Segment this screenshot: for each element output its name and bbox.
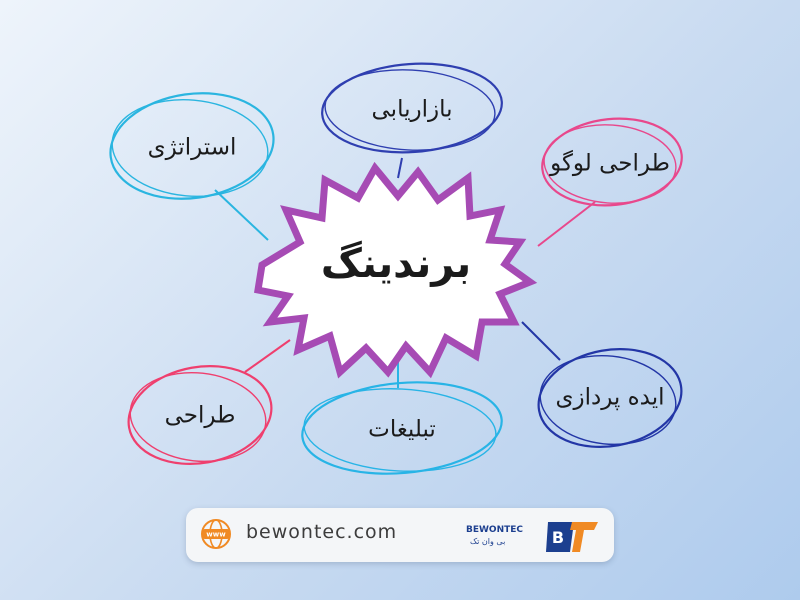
svg-text:www: www bbox=[206, 531, 226, 539]
footer-bar: www bewontec.com BEWONTEC بی وان تک B bbox=[186, 508, 614, 562]
connector-logo-design bbox=[537, 201, 596, 247]
node-label-advertising: تبلیغات bbox=[368, 417, 436, 443]
center-starburst-shape bbox=[254, 161, 538, 379]
node-label-logo-design: طراحی لوگو bbox=[549, 150, 670, 177]
node-logo-design bbox=[541, 117, 683, 207]
node-ideation bbox=[537, 348, 683, 448]
bewontec-logo: BEWONTEC بی وان تک B bbox=[458, 514, 608, 556]
node-marketing bbox=[321, 62, 503, 154]
connector-marketing bbox=[397, 157, 403, 179]
www-globe-icon: www bbox=[201, 519, 231, 549]
node-advertising bbox=[301, 381, 503, 475]
connector-strategy bbox=[214, 189, 269, 241]
node-design bbox=[127, 365, 273, 465]
svg-text:B: B bbox=[552, 528, 564, 547]
connector-design bbox=[244, 339, 291, 373]
node-label-design: طراحی bbox=[165, 403, 236, 429]
logo-subtitle: بی وان تک bbox=[470, 537, 506, 546]
center-label: برندینگ bbox=[321, 240, 471, 287]
website-link[interactable]: bewontec.com bbox=[246, 521, 398, 543]
node-label-marketing: بازاریابی bbox=[372, 97, 453, 123]
node-label-ideation: ایده پردازی bbox=[555, 385, 664, 411]
bt-logo-mark-icon: B bbox=[546, 522, 598, 552]
node-strategy bbox=[109, 92, 275, 200]
logo-name: BEWONTEC bbox=[466, 525, 524, 535]
connector-ideation bbox=[521, 321, 561, 361]
node-label-strategy: استراتژی bbox=[148, 135, 237, 161]
